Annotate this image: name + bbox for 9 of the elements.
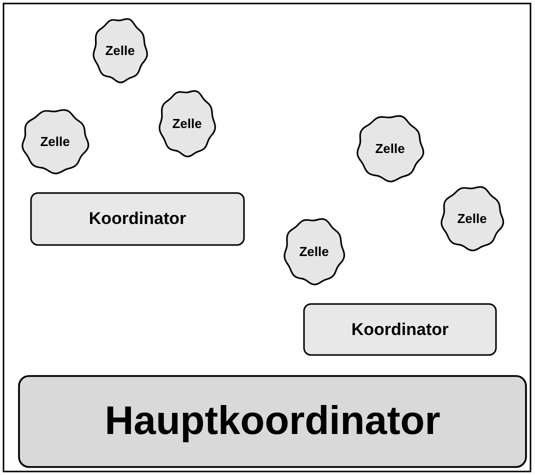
- node-label: Koordinator: [351, 320, 449, 340]
- node-label: Zelle: [40, 134, 70, 148]
- node-label: Zelle: [299, 244, 329, 258]
- node-label: Zelle: [172, 116, 202, 130]
- node-label: Zelle: [105, 42, 135, 58]
- node-label: Zelle: [457, 210, 487, 226]
- node-label: Zelle: [375, 140, 405, 156]
- node-label: Koordinator: [88, 209, 186, 229]
- node-label: Hauptkoordinator: [104, 399, 440, 444]
